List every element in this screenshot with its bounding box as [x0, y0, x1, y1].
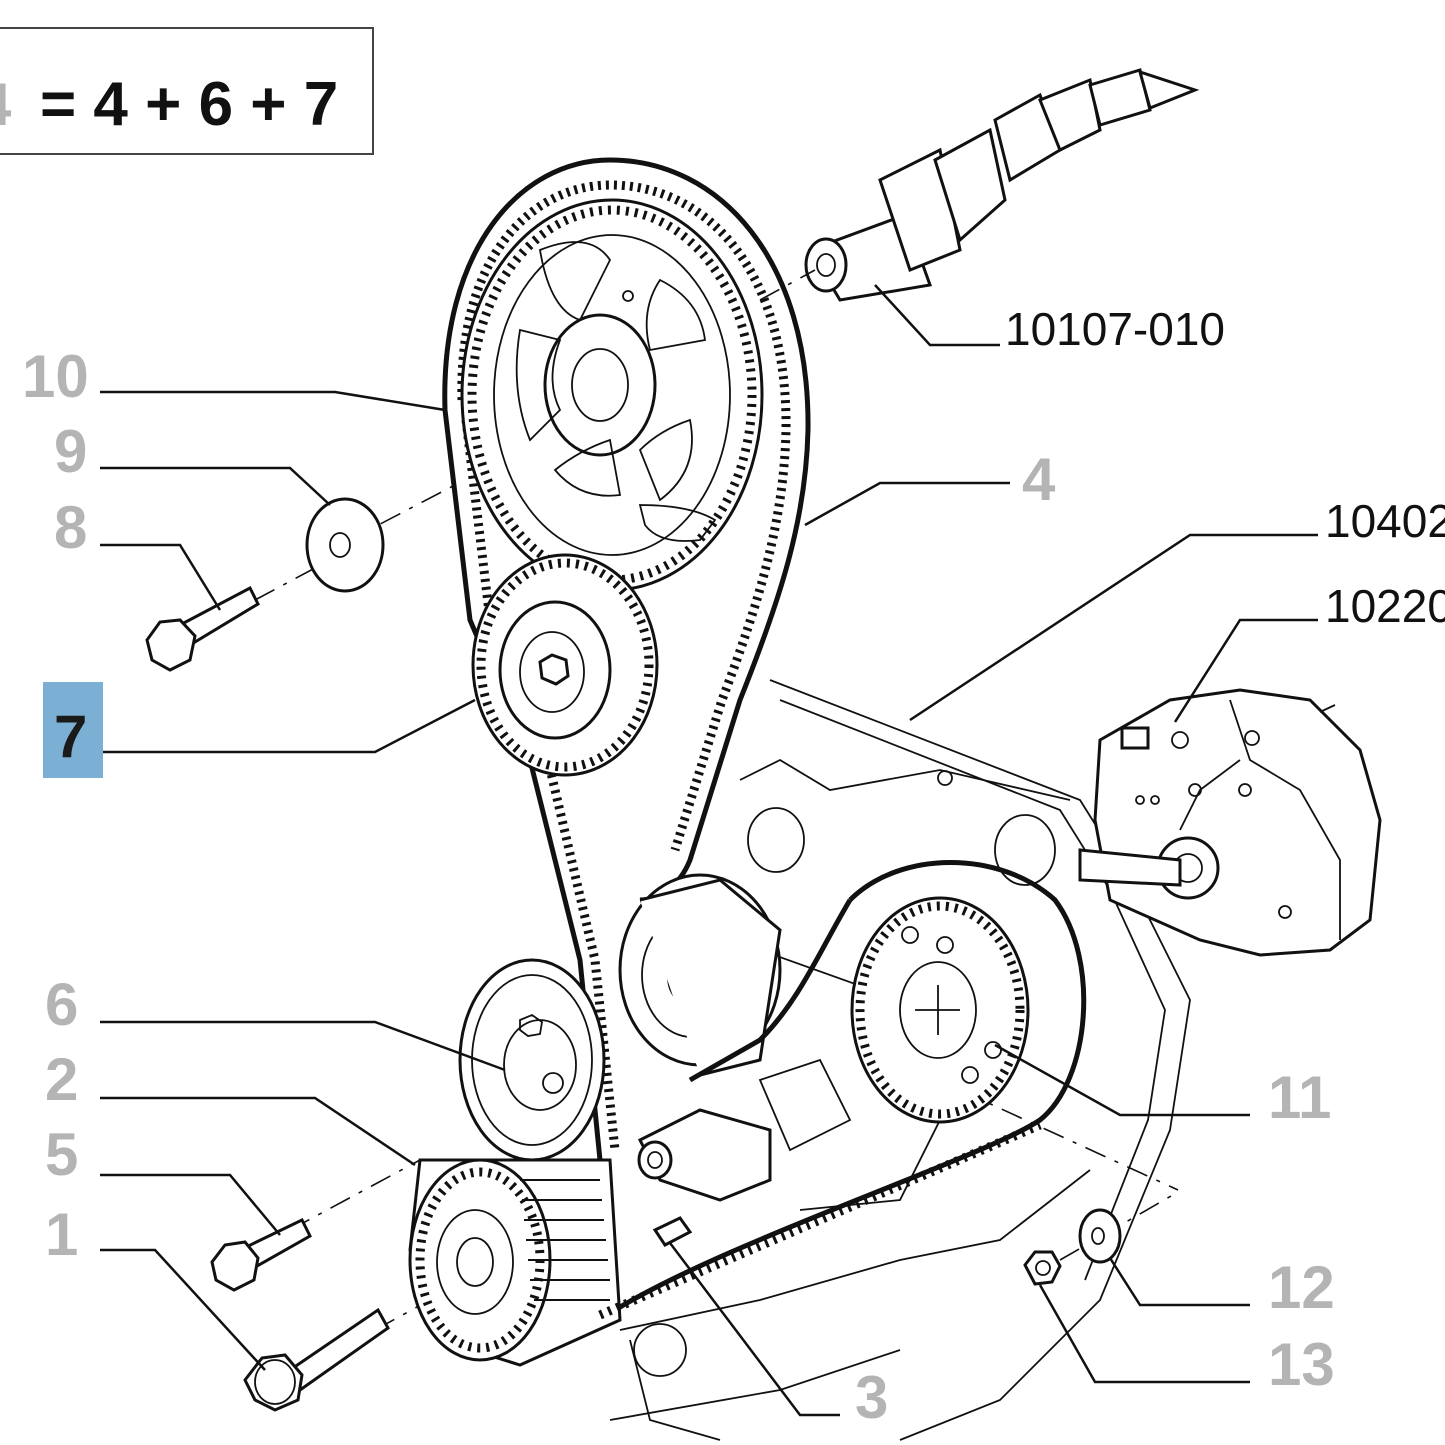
callout-6: 6	[45, 971, 78, 1038]
callout-5: 5	[45, 1121, 78, 1188]
injection-pump	[1078, 688, 1382, 957]
formula-text: = 4 + 6 + 7	[40, 70, 338, 139]
washer-12	[1078, 1208, 1122, 1264]
highlight-box	[43, 682, 103, 778]
callout-4: 4	[1022, 446, 1056, 513]
tensioner-6	[458, 958, 606, 1162]
callout-10: 10	[22, 343, 89, 410]
bolt-5	[210, 1218, 312, 1292]
crank-spindle	[637, 1058, 852, 1202]
crank-gear-hatch	[520, 1179, 610, 1301]
bolt-1	[243, 1307, 390, 1412]
crankshaft-pulley	[408, 1120, 1042, 1367]
callout-1: 1	[45, 1201, 78, 1268]
washer-9	[305, 497, 385, 593]
callout-11: 11	[1268, 1064, 1331, 1131]
callout-13: 13	[1268, 1331, 1335, 1398]
leader-lines	[100, 284, 1318, 1417]
tensioner-pulley	[618, 873, 782, 1077]
nut-13	[1023, 1250, 1062, 1286]
formula-box: 4 = 4 + 6 + 7	[0, 27, 374, 155]
ref-10402: 10402	[1325, 495, 1445, 547]
engine-block	[609, 679, 1191, 1441]
ref-10220: 10220	[1325, 580, 1445, 632]
callout-3: 3	[855, 1364, 888, 1431]
camshaft-pulley	[460, 198, 764, 592]
pump-pulley	[598, 860, 1087, 1323]
callout-12: 12	[1268, 1254, 1335, 1321]
callout-8: 8	[54, 494, 87, 561]
pin-3	[652, 1216, 693, 1247]
camshaft	[804, 68, 1200, 302]
callout-labels: 10 9 8 7 6 2 5 1 4 11 12 13 3 10107-010 …	[22, 303, 1445, 1431]
idler-pulley	[471, 553, 659, 777]
callout-9: 9	[54, 418, 87, 485]
callout-2: 2	[45, 1046, 78, 1113]
callout-7: 7	[54, 703, 87, 770]
bolt-8	[145, 585, 260, 672]
formula-partial-label: 4	[0, 71, 12, 138]
ref-10107-010: 10107-010	[1005, 303, 1225, 355]
